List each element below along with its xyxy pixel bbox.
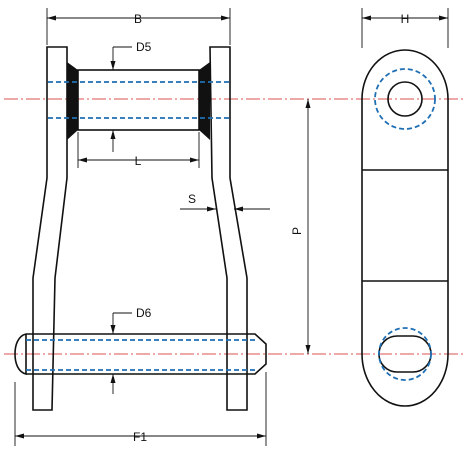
left-side-plate bbox=[32, 46, 68, 411]
side-view-plate bbox=[361, 49, 449, 407]
dim-d5-label: D5 bbox=[136, 40, 152, 54]
dim-b-label: B bbox=[134, 12, 142, 26]
dim-d5-arrow-top bbox=[110, 61, 116, 70]
dim-h-arrow-left bbox=[362, 15, 371, 21]
dim-s-arrow-right bbox=[234, 206, 243, 212]
bushing-hole-hidden bbox=[374, 68, 436, 130]
bushing-left-end bbox=[67, 62, 78, 140]
dim-p-arrow-top bbox=[305, 99, 311, 108]
dim-l-arrow-right bbox=[190, 157, 199, 163]
dim-f1-label: F1 bbox=[133, 430, 147, 444]
dim-s-arrow-left bbox=[207, 206, 216, 212]
dim-d6-arrow-bottom bbox=[110, 374, 116, 383]
dim-d6-arrow-top bbox=[110, 325, 116, 334]
dim-h-label: H bbox=[401, 12, 410, 26]
bushing bbox=[77, 69, 200, 131]
pin-head bbox=[14, 333, 27, 376]
dim-f1-arrow-right bbox=[257, 433, 266, 439]
dim-b-arrow-right bbox=[221, 15, 230, 21]
dim-p-label: P bbox=[290, 227, 304, 235]
pin-hole-hidden bbox=[378, 327, 432, 381]
right-side-plate bbox=[209, 46, 248, 411]
bushing-right-end bbox=[199, 62, 210, 140]
dim-p-arrow-bottom bbox=[305, 345, 311, 354]
dim-h-arrow-right bbox=[439, 15, 448, 21]
dim-l-arrow-left bbox=[78, 157, 87, 163]
dim-b-arrow-left bbox=[47, 15, 56, 21]
dim-l-label: L bbox=[135, 154, 142, 168]
dim-d6-label: D6 bbox=[136, 306, 152, 320]
dim-f1-arrow-left bbox=[15, 433, 24, 439]
dim-s-label: S bbox=[188, 192, 196, 206]
pin-body bbox=[26, 333, 267, 375]
dim-d5-arrow-bottom bbox=[110, 130, 116, 139]
bushing-hole bbox=[387, 81, 423, 117]
